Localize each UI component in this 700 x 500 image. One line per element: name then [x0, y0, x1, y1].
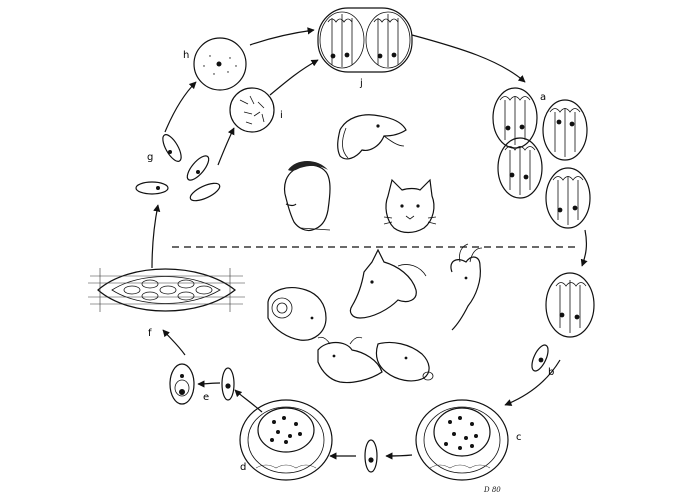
label-c: c	[516, 432, 522, 443]
arrow-h-to-j	[249, 27, 315, 46]
label-g: g	[147, 152, 153, 163]
pig-icon	[375, 341, 434, 382]
stage-c-schizont-in-vessel	[415, 399, 509, 481]
stage-f-sarcocyst-in-muscle	[88, 268, 245, 312]
stage-i-gametes	[229, 87, 275, 133]
stage-h-oocyst	[193, 37, 247, 91]
stage-b-sporocyst-and-sporozoite	[531, 272, 595, 372]
label-b: b	[548, 367, 554, 378]
arrow-e-to-e2	[197, 380, 221, 388]
label-a: a	[540, 92, 546, 103]
cat-head-icon	[383, 178, 437, 234]
label-j: j	[359, 78, 363, 89]
merozoite-free	[364, 439, 378, 473]
stage-g-bradyzoites	[135, 134, 221, 202]
label-i: i	[280, 110, 283, 121]
arrow-g-to-i	[217, 127, 235, 166]
stage-a-sporocysts	[492, 87, 591, 229]
horse-head-icon	[349, 248, 427, 319]
dog-head-icon	[337, 114, 407, 160]
cycle-arrows	[151, 27, 588, 460]
arrow-d-to-e	[234, 389, 263, 413]
arrow-f-to-g	[151, 204, 161, 269]
cow-icon	[317, 336, 383, 384]
arrow-e-to-f	[162, 329, 186, 356]
label-e: e	[203, 392, 209, 403]
label-f: f	[148, 328, 152, 339]
arrow-i-to-j	[269, 59, 319, 96]
arrow-j-to-a	[411, 34, 526, 83]
stage-e-merozoite-metrocyte	[169, 363, 235, 405]
artist-signature: D 80	[483, 486, 501, 494]
label-d: d	[240, 462, 246, 473]
goat-head-icon	[450, 243, 483, 331]
stage-j-paired-sporocysts	[317, 7, 413, 73]
arrow-b-to-c	[504, 359, 561, 406]
arrow-c-to-sporocyst	[385, 452, 413, 460]
arrow-a-to-b	[580, 229, 588, 267]
arrow-g-to-h	[164, 81, 197, 133]
stage-d-schizont	[239, 399, 333, 481]
human-head-icon	[283, 161, 331, 232]
sheep-head-icon	[267, 287, 327, 341]
label-h: h	[183, 50, 189, 61]
